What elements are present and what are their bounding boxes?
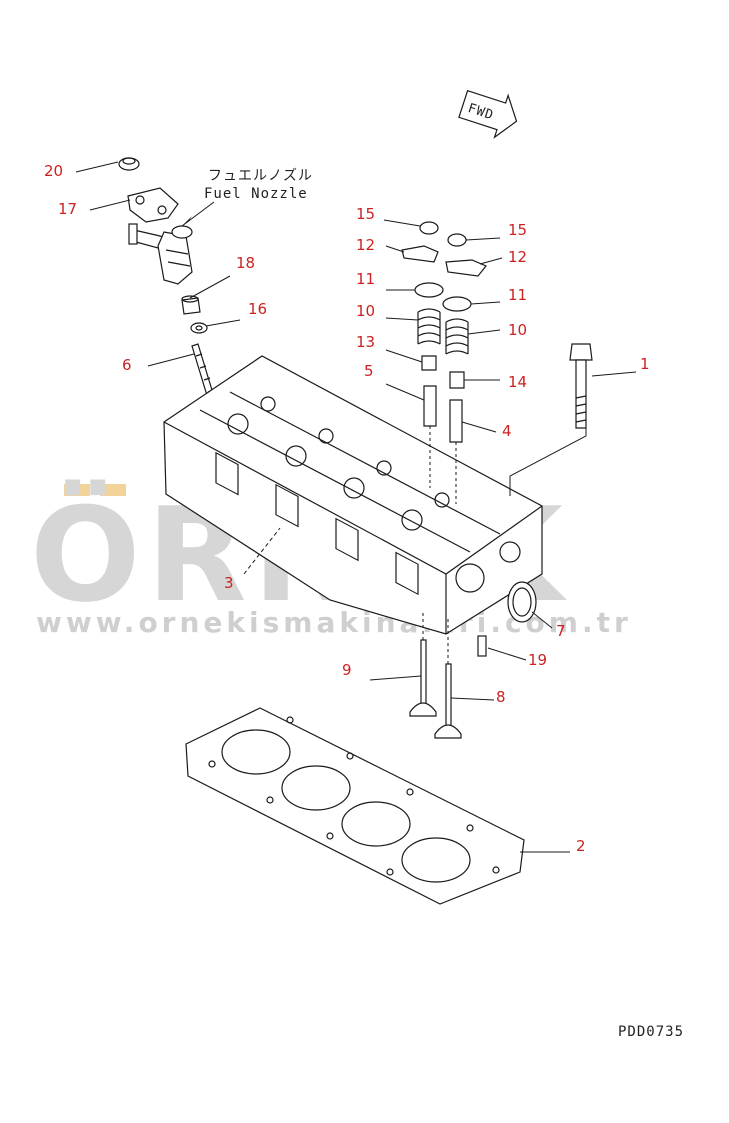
part-11-retainer-left [414,282,444,298]
part-11-retainer-right [442,296,472,312]
callout-12-right: 12 [508,248,527,266]
fuel-nozzle-caption: フュエルノズル Fuel Nozzle [181,168,313,227]
part-15-cap-left [419,221,439,235]
part-4-valve-guide [449,399,463,443]
part-10-spring-left [417,308,441,345]
callout-8: 8 [496,688,506,706]
part-9-intake-valve [409,639,437,717]
callout-20: 20 [44,162,63,180]
drawing-code: PDD0735 [618,1024,684,1040]
part-17-holder-plate [127,187,179,223]
watermark-url: www.ornekismakinalari.com.tr [36,606,632,639]
valve-train-parts [401,221,487,443]
callout-15-left: 15 [356,205,375,223]
callout-9: 9 [342,661,352,679]
leader-lines [75,161,637,853]
callout-18: 18 [236,254,255,272]
callout-17: 17 [58,200,77,218]
part-12-collet-left [401,245,439,263]
part-1-head-bolt [569,343,593,429]
callout-11-right: 11 [508,286,527,304]
part-7-seal-ring [507,581,537,623]
callout-4: 4 [502,422,512,440]
callout-1: 1 [640,355,650,373]
callout-6: 6 [122,356,132,374]
part-13-valve-seal [421,355,437,371]
callout-16: 16 [248,300,267,318]
watermark-umlaut-right [100,484,126,496]
callout-15-right: 15 [508,221,527,239]
forward-direction-arrow: FWD [458,89,518,139]
callout-3: 3 [224,574,234,592]
callout-numbers: 20 17 18 16 6 15 15 12 12 11 11 10 10 13… [44,162,650,855]
part-16-washer [190,322,208,334]
part-19-dowel-pin [477,635,487,657]
callout-10-left: 10 [356,302,375,320]
part-15-cap-right [447,233,467,247]
callout-19: 19 [528,651,547,669]
callout-7: 7 [556,622,566,640]
part-2-head-gasket [185,707,525,905]
part-20-nut [118,157,140,171]
part-18-seal-sleeve [181,295,201,315]
fuel-nozzle-assembly [128,223,193,285]
callout-10-right: 10 [508,321,527,339]
callout-14: 14 [508,373,527,391]
part-3-cylinder-head [163,355,543,635]
fuel-nozzle-english: Fuel Nozzle [204,186,308,202]
part-14-valve-seal [449,371,465,389]
part-12-collet-right [445,259,487,277]
watermark-umlaut-left [64,484,90,496]
part-10-spring-right [445,318,469,355]
callout-12-left: 12 [356,236,375,254]
callout-13: 13 [356,333,375,351]
callout-2: 2 [576,837,586,855]
part-8-exhaust-valve [434,663,462,739]
callout-5: 5 [364,362,374,380]
part-5-valve-guide [423,385,437,427]
callout-11-left: 11 [356,270,375,288]
fuel-nozzle-japanese: フュエルノズル [208,168,313,184]
